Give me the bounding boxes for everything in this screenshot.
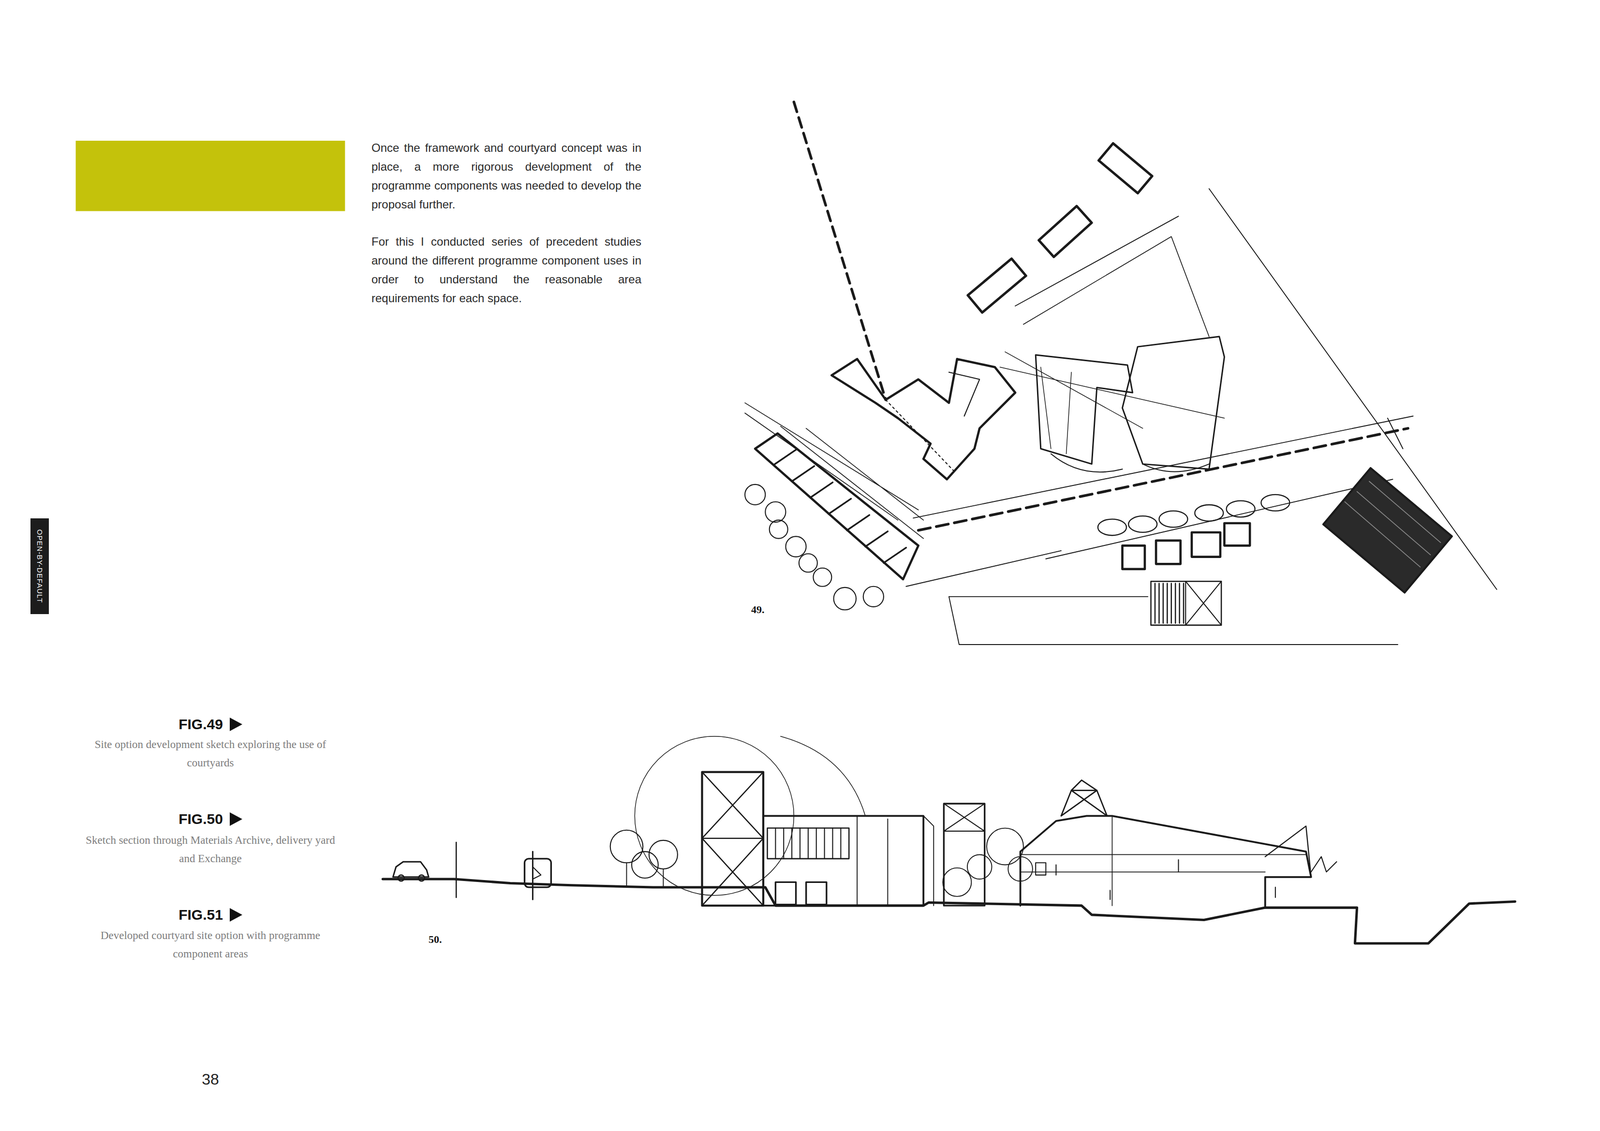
body-paragraph: For this I conducted series of precedent… — [371, 232, 642, 308]
section-sketch — [382, 736, 1515, 944]
figure-caption: Sketch section through Materials Archive… — [79, 831, 341, 869]
page-number: 38 — [201, 1070, 220, 1089]
figure-caption: Site option development sketch exploring… — [79, 735, 341, 773]
figure-number: 49. — [751, 603, 765, 617]
figure-number: 50. — [428, 933, 443, 947]
side-tab: OPEN-BY-DEFAULT — [30, 518, 49, 615]
figure-label: FIG.50 — [178, 811, 223, 828]
accent-band — [75, 140, 346, 212]
figure-label: FIG.49 — [178, 716, 223, 733]
site-plan-sketch — [744, 102, 1497, 645]
figure-label: FIG.51 — [178, 906, 223, 924]
pointer-triangle — [229, 908, 243, 922]
pointer-triangle — [229, 812, 243, 827]
body-paragraph: Once the framework and courtyard concept… — [371, 138, 642, 214]
tab-title: OPEN-BY-DEFAULT — [35, 529, 45, 604]
figure-caption: Developed courtyard site option with pro… — [79, 926, 341, 964]
pointer-triangle — [229, 717, 243, 732]
